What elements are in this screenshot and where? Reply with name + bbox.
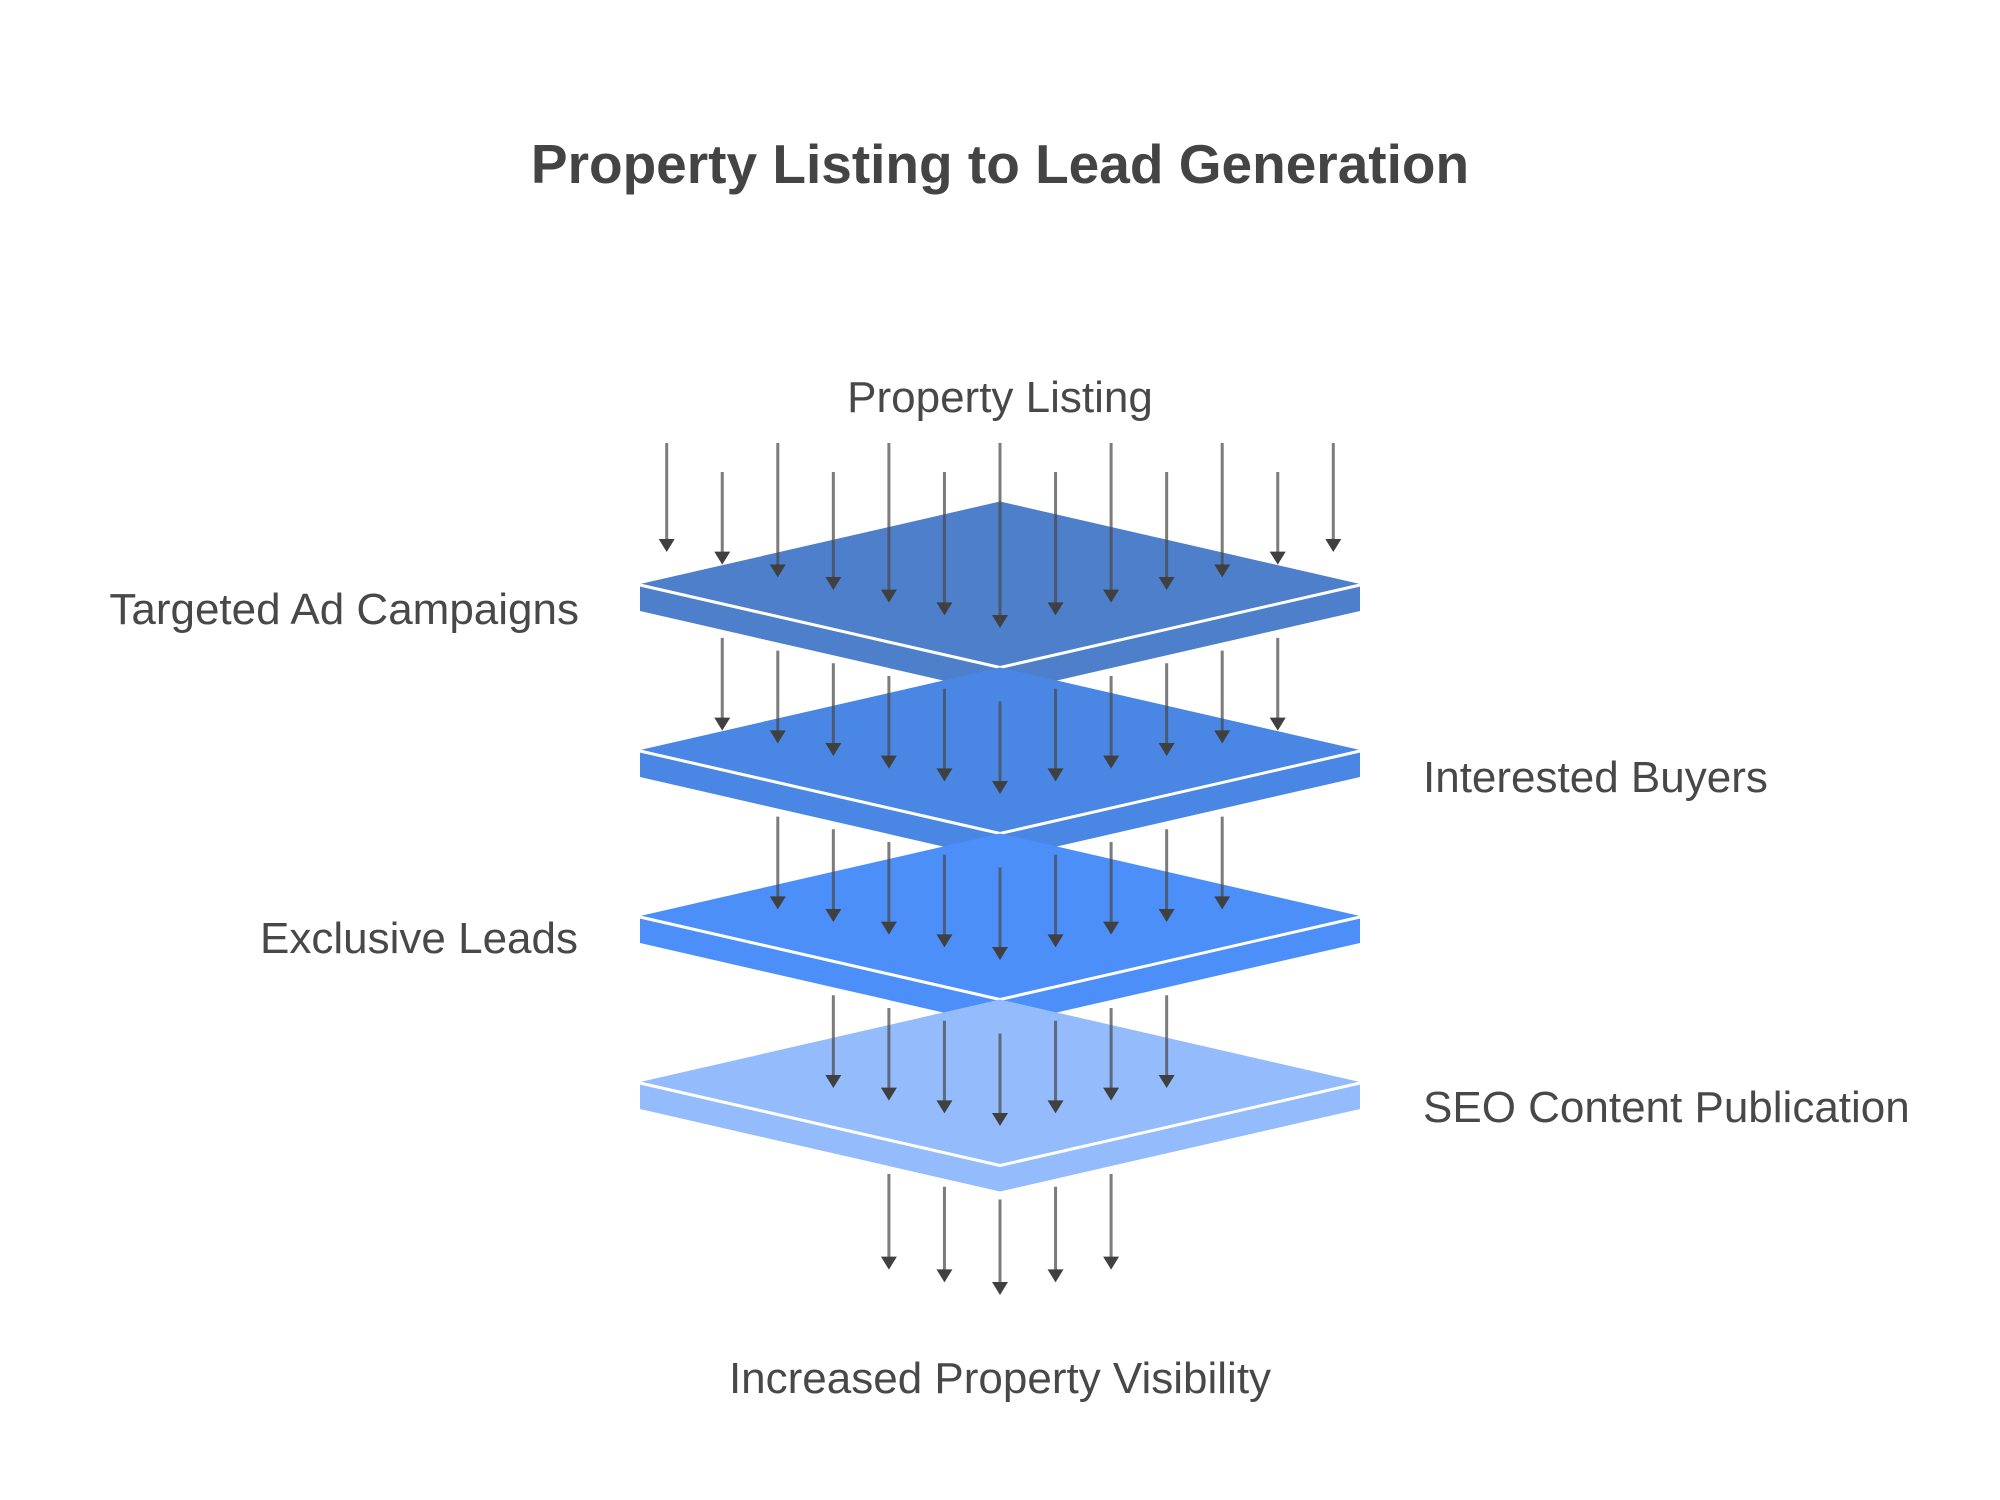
layer-label-seo-content-publication: SEO Content Publication [1423,1083,1910,1132]
down-arrow-icon [825,995,842,1089]
down-arrow-icon [1047,472,1064,616]
arrow-group-1 [658,443,1342,628]
down-arrow-icon [825,472,842,591]
down-arrow-icon [992,1033,1008,1126]
down-arrow-icon [936,688,953,782]
arrow-group-4 [825,995,1175,1126]
down-arrow-icon [1047,1020,1064,1114]
down-arrow-icon [1103,676,1120,769]
down-arrow-icon [1103,1174,1120,1270]
down-arrow-icon [769,816,786,910]
down-arrow-icon [880,1008,897,1101]
down-arrow-icon [880,842,897,935]
diagram-title: Property Listing to Lead Generation [531,133,1469,195]
down-arrow-icon [1214,443,1231,578]
down-arrow-icon [1158,663,1175,757]
down-arrow-icon [1158,995,1175,1089]
layer-label-targeted-ad-campaigns: Targeted Ad Campaigns [109,585,579,634]
down-arrow-icon [1214,650,1231,744]
down-arrow-icon [936,1186,953,1283]
down-arrow-icon [1269,472,1286,565]
input-label: Property Listing [847,373,1153,422]
down-arrow-icon [880,1174,897,1270]
down-arrow-icon [992,1199,1008,1295]
down-arrow-icon [769,443,786,578]
down-arrow-icon [936,1020,953,1114]
down-arrow-icon [714,472,731,565]
down-arrow-icon [936,854,953,948]
layer-side [640,1082,1360,1192]
down-arrow-icon [825,829,842,923]
down-arrow-icon [1103,1008,1120,1101]
down-arrow-icon [714,637,731,731]
layer-edge-highlight [639,1081,1361,1167]
down-arrow-icon [1214,816,1231,910]
arrows-group [658,443,1342,1295]
down-arrow-icon [992,443,1008,628]
down-arrow-icon [880,676,897,769]
down-arrow-icon [1103,842,1120,935]
down-arrow-icon [1158,829,1175,923]
layer-label-exclusive-leads: Exclusive Leads [260,914,578,963]
down-arrow-icon [1047,688,1064,782]
down-arrow-icon [1158,472,1175,591]
down-arrow-icon [880,443,897,603]
arrow-group-5 [880,1174,1120,1295]
layers-group [639,501,1361,1192]
down-arrow-icon [1047,854,1064,948]
output-label: Increased Property Visibility [729,1354,1271,1403]
arrow-group-2 [714,637,1286,794]
down-arrow-icon [658,443,675,553]
down-arrow-icon [1325,443,1342,553]
down-arrow-icon [992,701,1008,794]
arrow-group-3 [769,816,1231,960]
down-arrow-icon [1269,637,1286,731]
down-arrow-icon [992,867,1008,960]
down-arrow-icon [825,663,842,757]
down-arrow-icon [1047,1186,1064,1283]
down-arrow-icon [1103,443,1120,603]
layer-label-interested-buyers: Interested Buyers [1423,753,1768,802]
down-arrow-icon [769,650,786,744]
down-arrow-icon [936,472,953,616]
